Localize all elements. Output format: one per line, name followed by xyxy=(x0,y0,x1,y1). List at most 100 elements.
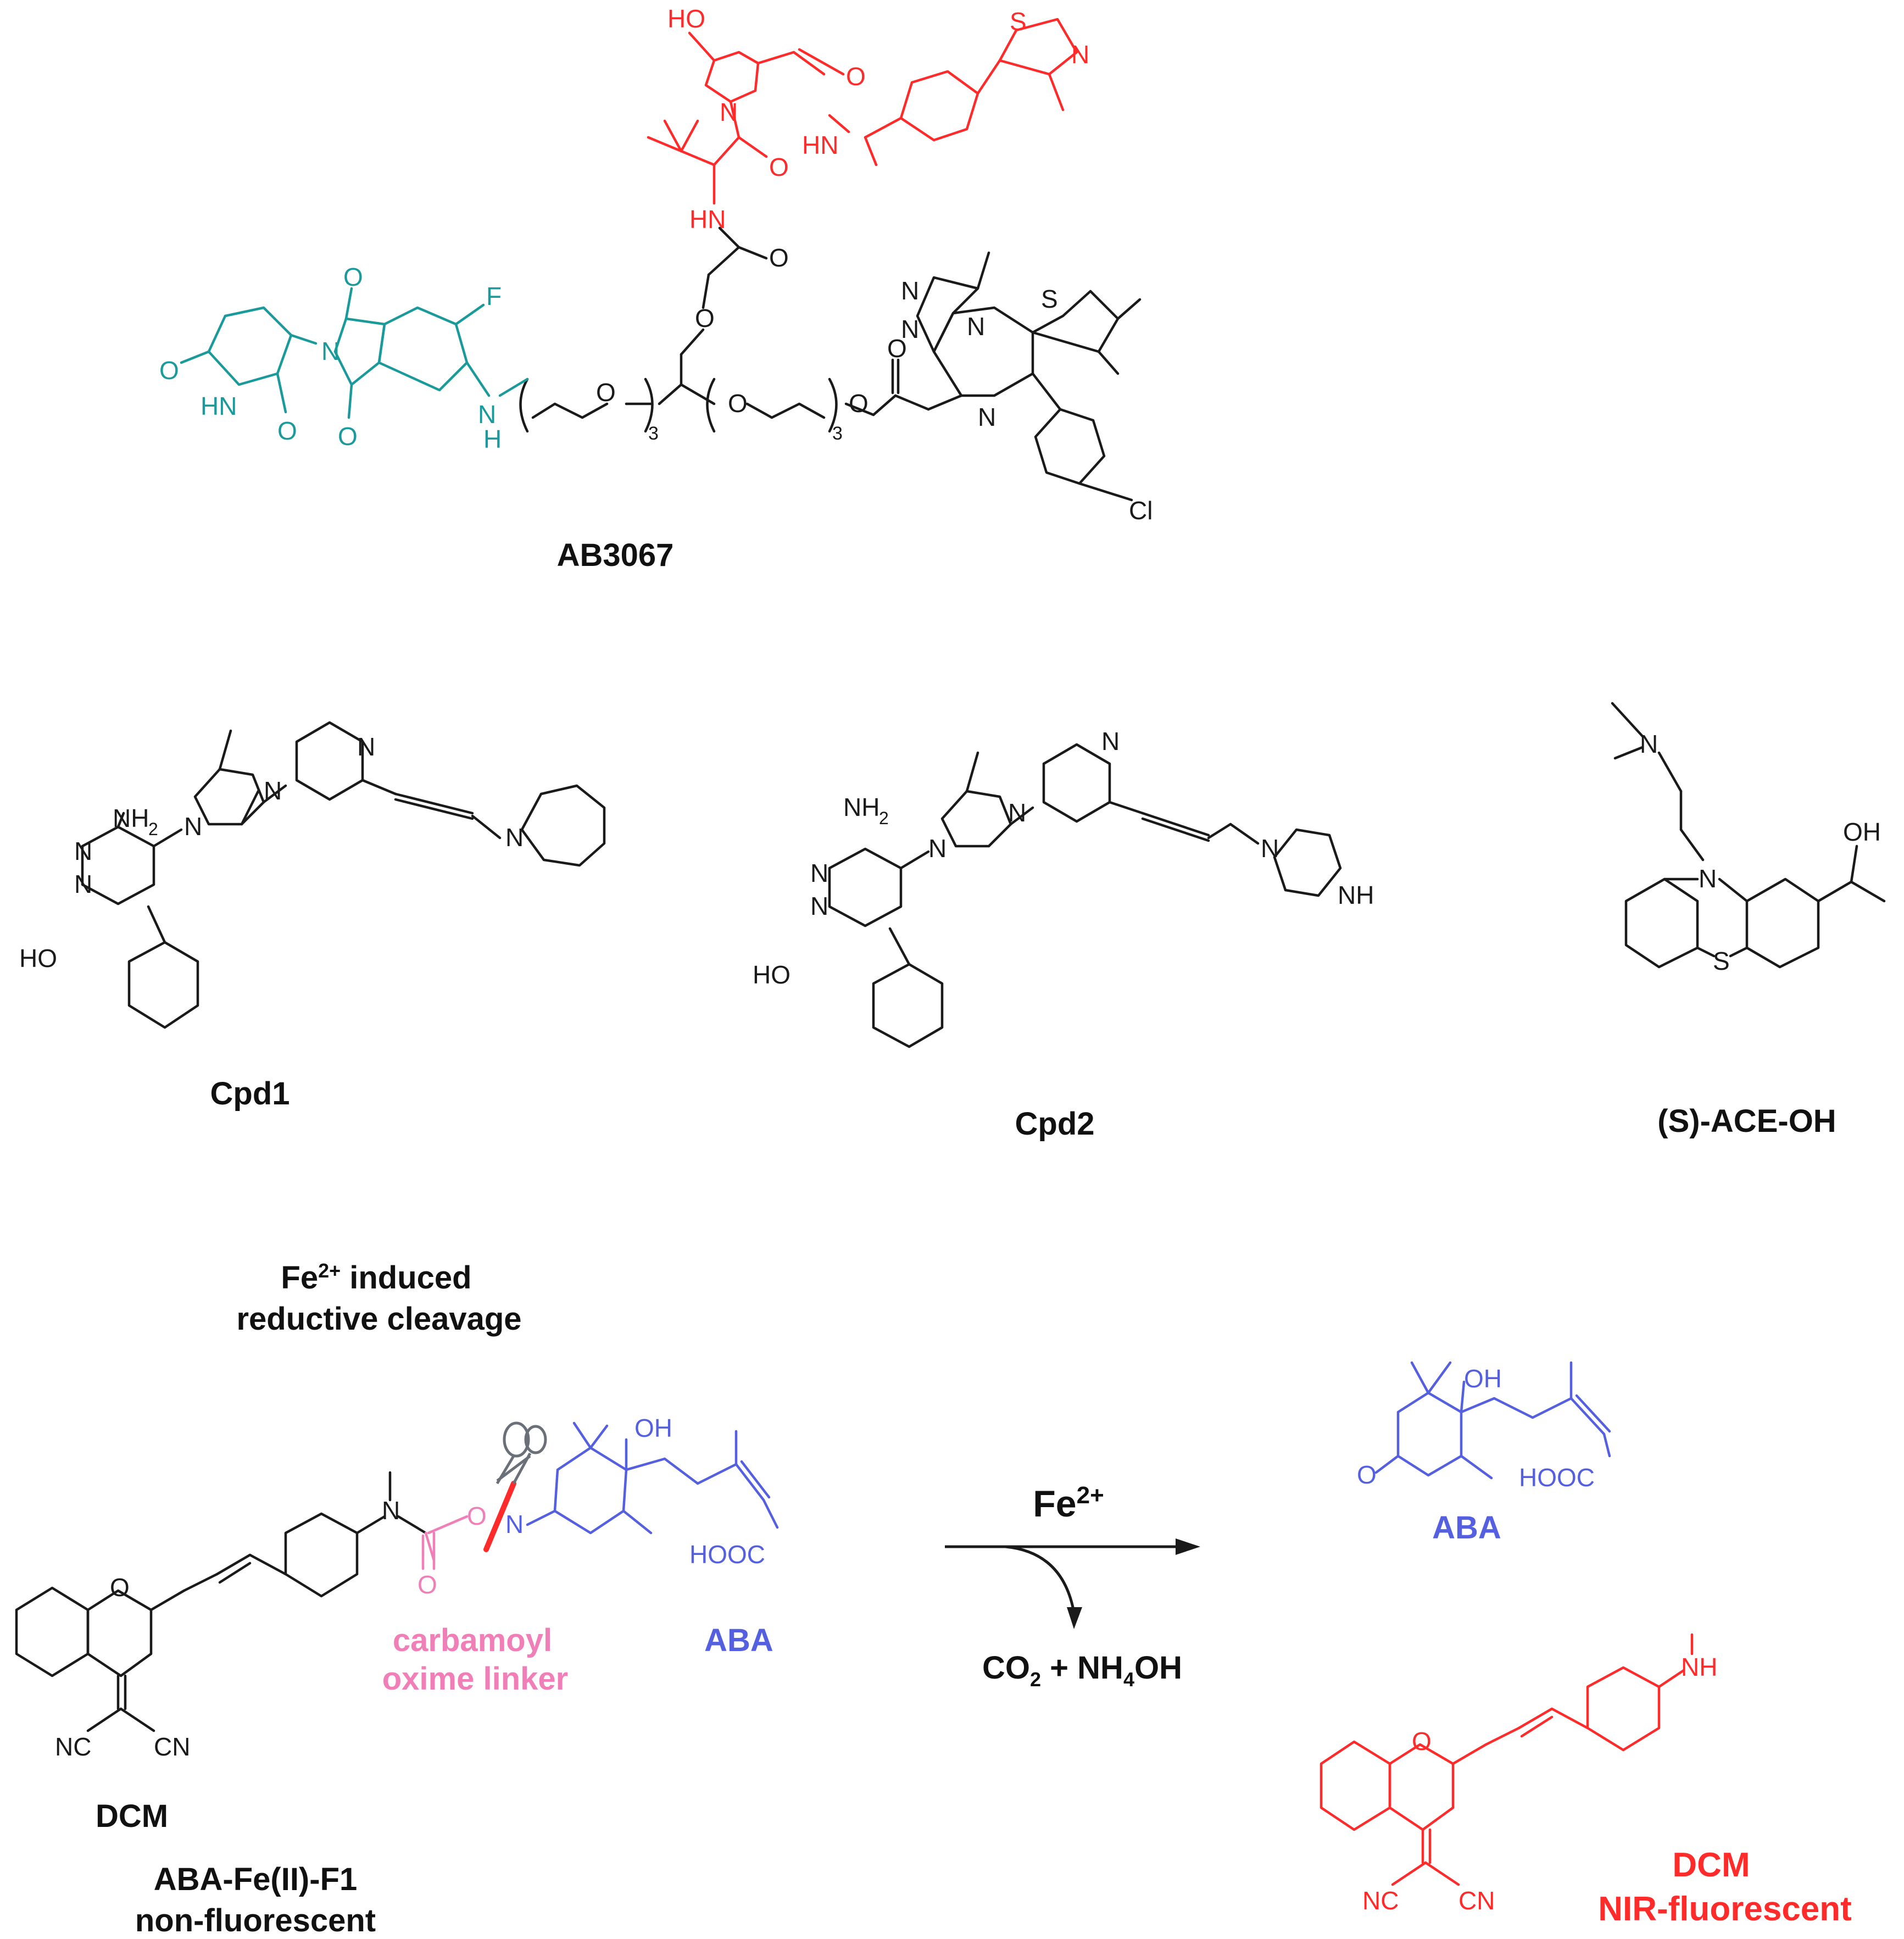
cpd1-pyridazine-n2-label: N xyxy=(74,870,92,898)
cpd1-bicyclic-n1-label: N xyxy=(184,812,202,841)
dcm-right-atoms: O NH NC CN xyxy=(1362,1653,1717,1915)
dcm-right-nh-label: NH xyxy=(1681,1653,1717,1681)
cpd2-structure: NH 2 N N N N N N NH HO Cpd2 xyxy=(753,727,1374,1142)
dcm-left-atoms: O N NC CN xyxy=(55,1496,400,1761)
peg-oxygen-right-label: O xyxy=(728,389,748,418)
repeat-left-label: 3 xyxy=(648,423,659,444)
vhl-ligand-atoms: HO N O HN S N O HN xyxy=(667,4,1089,234)
cpd1-hydroxyl-label: HO xyxy=(19,944,57,973)
cpd1-atoms: NH 2 N N N N N N HO xyxy=(19,732,524,973)
probe-scheme: Fe2+ induced reductive cleavage O N NC C… xyxy=(15,1259,1852,1938)
amide-oxygen-label: O xyxy=(846,62,866,91)
cpd2-atoms: NH 2 N N N N N N NH HO xyxy=(753,727,1374,989)
cereblon-ligand-bonds xyxy=(180,287,529,419)
thiazole-nitrogen-label: N xyxy=(1071,40,1089,69)
leucine-carbonyl-oxygen-label: O xyxy=(769,153,789,181)
glutarimide-oxygen-1-label: O xyxy=(159,356,179,385)
ace-oh-structure: N N S OH (S)-ACE-OH xyxy=(1611,702,1886,1139)
phthalimide-oxygen-2-label: O xyxy=(338,422,358,451)
cpd2-pyridazine-n1-label: N xyxy=(810,859,828,887)
dcm-left-bonds xyxy=(15,1471,427,1732)
peg-oxygen-left-label: O xyxy=(596,378,616,407)
linker-label-line2: oxime linker xyxy=(382,1661,568,1697)
cpd1-amino-sub: 2 xyxy=(148,819,158,839)
cpd2-piperazine-n-label: N xyxy=(1261,834,1279,863)
reaction-condition-line1: Fe2+ induced xyxy=(281,1259,471,1296)
aba-right-atoms: O OH HOOC xyxy=(1357,1364,1595,1492)
cpd2-pyridine-n-label: N xyxy=(1101,727,1120,755)
ace-oh-bonds xyxy=(1611,702,1886,969)
carbamoyl-oxygen-label: O xyxy=(417,1570,437,1599)
triazole-nitrogen-3-label: N xyxy=(967,312,985,341)
scissors-icon xyxy=(496,1421,547,1485)
aba-right-acid-label: HOOC xyxy=(1519,1463,1595,1492)
aniline-h-label: H xyxy=(483,425,502,453)
dcm-right-state: NIR-fluorescent xyxy=(1598,1890,1852,1928)
aba-left-acid-label: HOOC xyxy=(689,1540,765,1569)
linker-jq1-bonds xyxy=(519,226,1142,502)
dcm-right-name: DCM xyxy=(1672,1846,1750,1884)
cpd2-pyridazine-n2-label: N xyxy=(810,892,828,920)
cleavage-marker xyxy=(483,1481,516,1552)
reagent-label: Fe2+ xyxy=(1033,1482,1104,1525)
ether-oxygen-label: O xyxy=(695,304,715,332)
thiazole-sulfur-label: S xyxy=(1010,7,1027,36)
diazepine-nitrogen-label: N xyxy=(978,403,996,431)
aba-left-hydroxyl-label: OH xyxy=(634,1414,672,1442)
triazole-nitrogen-1-label: N xyxy=(901,276,919,305)
ab3067-structure: HO N O HN S N O HN xyxy=(159,4,1153,573)
cpd2-bonds xyxy=(828,743,1342,1048)
cpd1-azepane-n-label: N xyxy=(505,823,524,852)
aba-left-atoms: N OH HOOC xyxy=(505,1414,765,1569)
aba-left-name: ABA xyxy=(704,1623,773,1658)
oxime-oxygen-label: O xyxy=(467,1502,487,1530)
reaction-condition-line2: reductive cleavage xyxy=(236,1301,521,1337)
triazole-nitrogen-2-label: N xyxy=(901,315,919,343)
ace-oh-name: (S)-ACE-OH xyxy=(1657,1103,1836,1139)
chloro-label: Cl xyxy=(1129,496,1153,525)
glutarimide-nh-label: HN xyxy=(201,392,237,420)
cpd1-pyridazine-n1-label: N xyxy=(74,837,92,865)
dcm-right-nitrile-left-label: NC xyxy=(1362,1886,1399,1915)
vhl-ligand-bonds xyxy=(647,18,1078,205)
probe-name: ABA-Fe(II)-F1 xyxy=(154,1862,358,1897)
ace-phenothiazine-n-label: N xyxy=(1699,864,1717,893)
reaction-arrow xyxy=(945,1538,1200,1629)
oxime-nitrogen-label: N xyxy=(505,1510,524,1538)
cpd2-amino-label: NH xyxy=(843,793,879,821)
cpd1-pyridine-n-label: N xyxy=(357,732,375,761)
cpd2-amino-sub: 2 xyxy=(879,808,889,828)
aba-right-hydroxyl-label: OH xyxy=(1464,1364,1502,1393)
cpd2-piperazine-nh-label: NH xyxy=(1338,881,1374,909)
dcm-right-nitrile-right-label: CN xyxy=(1458,1886,1495,1915)
carbamate-n-label: N xyxy=(382,1496,400,1525)
linker-label-line1: carbamoyl xyxy=(393,1623,552,1658)
dcm-right-oxygen-label: O xyxy=(1412,1727,1432,1755)
amide-nh-label: HN xyxy=(802,131,838,159)
phthalimide-nitrogen-label: N xyxy=(321,337,339,365)
chromene-oxygen-label: O xyxy=(110,1573,130,1602)
linker-jq1-atoms: O O O 3 O 3 O O N N N N S Cl xyxy=(596,243,1153,525)
glutarimide-oxygen-2-label: O xyxy=(277,416,297,445)
prolyl-nitrogen-label: N xyxy=(720,98,738,126)
nitrile-left-label: NC xyxy=(55,1732,91,1761)
byproducts-label: CO2 + NH4OH xyxy=(982,1650,1182,1691)
fluoro-label: F xyxy=(486,282,502,310)
carbamoyl-bonds xyxy=(421,1515,469,1570)
cpd2-bicyclic-n2-label: N xyxy=(1008,798,1026,827)
cpd2-bicyclic-n1-label: N xyxy=(928,834,947,863)
hydroxyl-label: HO xyxy=(667,4,705,33)
amide-oxygen-2-label: O xyxy=(769,243,789,272)
cpd1-bonds xyxy=(81,721,606,1029)
ace-hydroxyl-label: OH xyxy=(1843,818,1881,846)
aba-right-bonds xyxy=(1374,1361,1611,1480)
phthalimide-oxygen-1-label: O xyxy=(343,263,363,291)
ace-oh-atoms: N N S OH xyxy=(1640,730,1881,975)
ace-phenothiazine-s-label: S xyxy=(1713,947,1730,975)
carbamoyl-atoms: O O xyxy=(417,1502,487,1599)
aba-right-ketone-label: O xyxy=(1357,1460,1377,1489)
dcm-left-name: DCM xyxy=(96,1798,168,1834)
probe-state: non-fluorescent xyxy=(135,1903,376,1938)
ab3067-name: AB3067 xyxy=(557,537,674,573)
